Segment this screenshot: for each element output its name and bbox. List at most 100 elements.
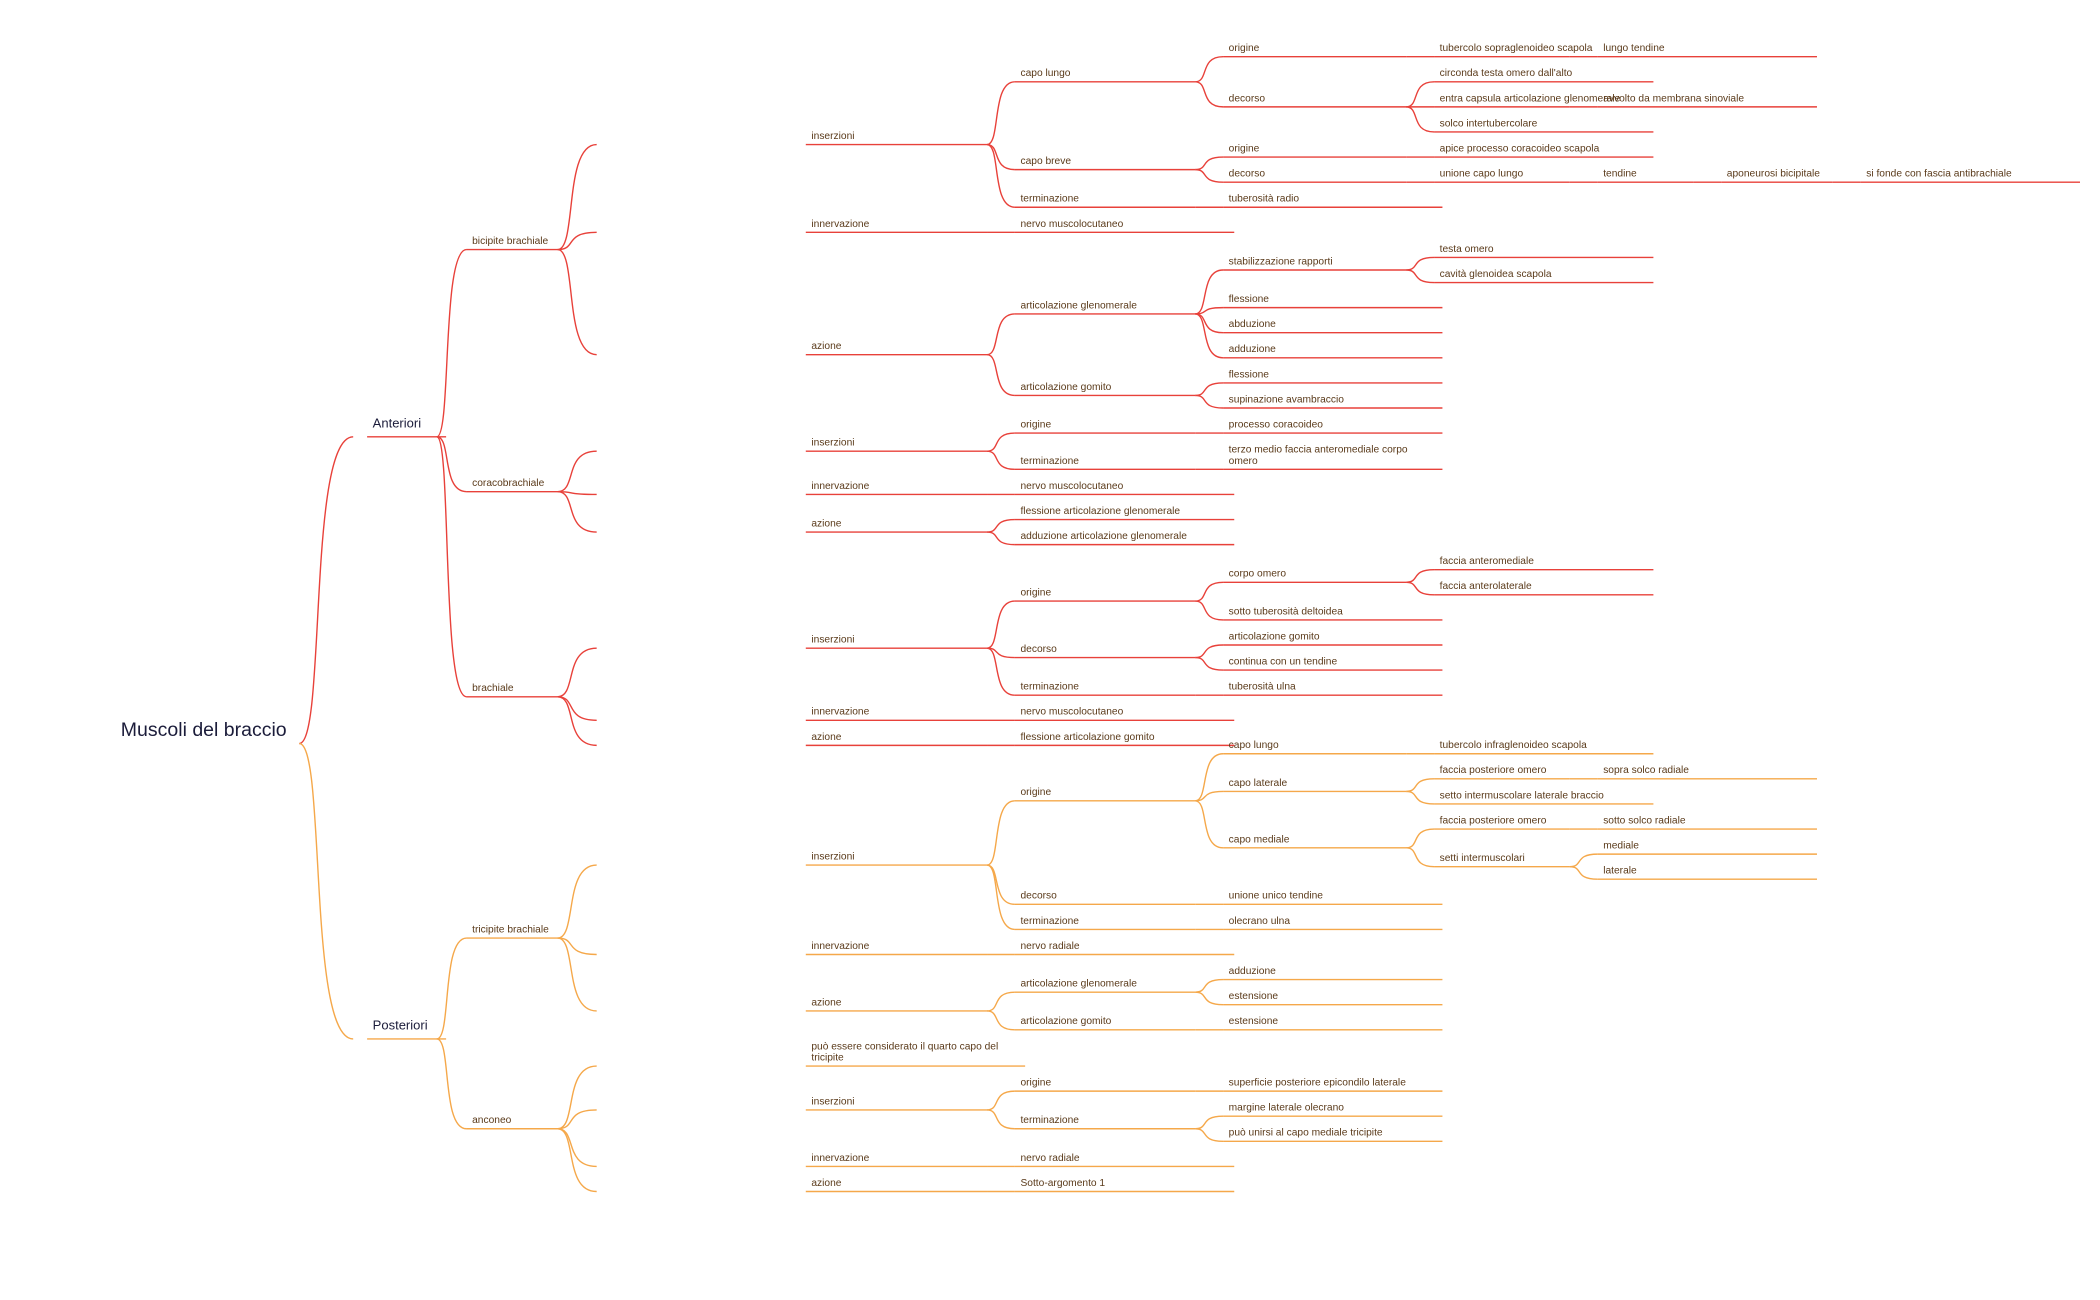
node-nervo-muscolocutaneo[interactable]: nervo muscolocutaneo: [1020, 219, 1123, 230]
node-tuberosita-radio[interactable]: tuberosità radio: [1229, 194, 1300, 205]
node-margine-laterale-olecrano[interactable]: margine laterale olecrano: [1229, 1103, 1345, 1114]
node-adduzione[interactable]: adduzione: [1229, 344, 1276, 355]
group-posteriori[interactable]: Posteriori: [373, 1018, 428, 1033]
node-testa-omero[interactable]: testa omero: [1440, 244, 1494, 255]
muscle-brachiale[interactable]: brachiale: [472, 683, 514, 694]
node-decorso[interactable]: decorso: [1229, 169, 1266, 180]
node-capo-mediale[interactable]: capo mediale: [1229, 834, 1290, 845]
node-capo-lungo[interactable]: capo lungo: [1020, 68, 1070, 79]
node-setto-intermuscolare-laterale-braccio[interactable]: setto intermuscolare laterale braccio: [1440, 790, 1604, 801]
node-setti-intermuscolari[interactable]: setti intermuscolari: [1440, 853, 1525, 864]
node-faccia-posteriore-omero[interactable]: faccia posteriore omero: [1440, 815, 1547, 826]
node-flessione[interactable]: flessione: [1229, 369, 1270, 380]
node-flessione-articolazione-gomito[interactable]: flessione articolazione gomito: [1020, 732, 1154, 743]
node-cavita-glenoidea-scapola[interactable]: cavità glenoidea scapola: [1440, 269, 1552, 280]
node-nervo-radiale[interactable]: nervo radiale: [1020, 1153, 1079, 1164]
node-sotto-solco-radiale[interactable]: sotto solco radiale: [1603, 815, 1686, 826]
node-origine[interactable]: origine: [1020, 1078, 1051, 1089]
node-inserzioni[interactable]: inserzioni: [811, 131, 854, 142]
node-faccia-posteriore-omero[interactable]: faccia posteriore omero: [1440, 765, 1547, 776]
group-anteriori[interactable]: Anteriori: [373, 416, 422, 431]
node-estensione[interactable]: estensione: [1229, 1016, 1279, 1027]
node-flessione[interactable]: flessione: [1229, 294, 1270, 305]
node-sopra-solco-radiale[interactable]: sopra solco radiale: [1603, 765, 1689, 776]
node-abduzione[interactable]: abduzione: [1229, 319, 1276, 330]
node-entra-capsula-articolazione-glenomerale[interactable]: entra capsula articolazione glenomerale: [1440, 93, 1621, 104]
node-unione-capo-lungo[interactable]: unione capo lungo: [1440, 169, 1524, 180]
node-innervazione[interactable]: innervazione: [811, 941, 869, 952]
node-inserzioni[interactable]: inserzioni: [811, 635, 854, 646]
node-lungo-tendine[interactable]: lungo tendine: [1603, 43, 1665, 54]
node-terminazione[interactable]: terminazione: [1020, 1115, 1079, 1126]
node-superficie-posteriore-epicondilo-lateral[interactable]: superficie posteriore epicondilo lateral…: [1229, 1078, 1407, 1089]
node-tubercolo-infraglenoideo-scapola[interactable]: tubercolo infraglenoideo scapola: [1440, 740, 1587, 751]
node-flessione-articolazione-glenomerale[interactable]: flessione articolazione glenomerale: [1020, 506, 1180, 517]
node-origine[interactable]: origine: [1020, 787, 1051, 798]
node-azione[interactable]: azione: [811, 1178, 841, 1189]
node-nervo-muscolocutaneo[interactable]: nervo muscolocutaneo: [1020, 707, 1123, 718]
node-capo-lungo[interactable]: capo lungo: [1229, 740, 1279, 751]
node-terminazione[interactable]: terminazione: [1020, 916, 1079, 927]
muscle-bicipite-brachiale[interactable]: bicipite brachiale: [472, 236, 548, 247]
node-decorso[interactable]: decorso: [1020, 644, 1057, 655]
node-terminazione[interactable]: terminazione: [1020, 456, 1079, 467]
node-tendine[interactable]: tendine: [1603, 169, 1637, 180]
node-terminazione[interactable]: terminazione: [1020, 194, 1079, 205]
node-puo-essere-considerato-il-quarto-capo-de[interactable]: può essere considerato il quarto capo de…: [811, 1041, 998, 1063]
node-continua-con-un-tendine[interactable]: continua con un tendine: [1229, 657, 1338, 668]
node-aponeurosi-bicipitale[interactable]: aponeurosi bicipitale: [1727, 169, 1820, 180]
node-origine[interactable]: origine: [1229, 43, 1260, 54]
node-articolazione-glenomerale[interactable]: articolazione glenomerale: [1020, 300, 1137, 311]
node-terminazione[interactable]: terminazione: [1020, 682, 1079, 693]
node-inserzioni[interactable]: inserzioni: [811, 438, 854, 449]
node-corpo-omero[interactable]: corpo omero: [1229, 569, 1287, 580]
node-capo-laterale[interactable]: capo laterale: [1229, 778, 1288, 789]
node-circonda-testa-omero-dall-alto[interactable]: circonda testa omero dall'alto: [1440, 68, 1573, 79]
node-azione[interactable]: azione: [811, 519, 841, 530]
node-innervazione[interactable]: innervazione: [811, 219, 869, 230]
node-sotto-tuberosita-deltoidea[interactable]: sotto tuberosità deltoidea: [1229, 606, 1344, 617]
node-origine[interactable]: origine: [1020, 420, 1051, 431]
node-articolazione-gomito[interactable]: articolazione gomito: [1020, 382, 1111, 393]
node-innervazione[interactable]: innervazione: [811, 1153, 869, 1164]
node-tuberosita-ulna[interactable]: tuberosità ulna: [1229, 682, 1296, 693]
node-olecrano-ulna[interactable]: olecrano ulna: [1229, 916, 1291, 927]
node-innervazione[interactable]: innervazione: [811, 481, 869, 492]
muscle-anconeo[interactable]: anconeo: [472, 1115, 512, 1126]
node-innervazione[interactable]: innervazione: [811, 707, 869, 718]
node-sotto-argomento-1[interactable]: Sotto-argomento 1: [1020, 1178, 1105, 1189]
node-solco-intertubercolare[interactable]: solco intertubercolare: [1440, 118, 1538, 129]
node-avvolto-da-membrana-sinoviale[interactable]: avvolto da membrana sinoviale: [1603, 93, 1744, 104]
node-azione[interactable]: azione: [811, 997, 841, 1008]
node-articolazione-glenomerale[interactable]: articolazione glenomerale: [1020, 979, 1137, 990]
root-topic[interactable]: Muscoli del braccio: [121, 719, 287, 741]
node-decorso[interactable]: decorso: [1229, 93, 1266, 104]
node-azione[interactable]: azione: [811, 732, 841, 743]
node-unione-unico-tendine[interactable]: unione unico tendine: [1229, 891, 1324, 902]
node-articolazione-gomito[interactable]: articolazione gomito: [1020, 1016, 1111, 1027]
node-adduzione[interactable]: adduzione: [1229, 966, 1276, 977]
node-processo-coracoideo[interactable]: processo coracoideo: [1229, 420, 1324, 431]
node-capo-breve[interactable]: capo breve: [1020, 156, 1071, 167]
node-azione[interactable]: azione: [811, 341, 841, 352]
node-adduzione-articolazione-glenomerale[interactable]: adduzione articolazione glenomerale: [1020, 531, 1187, 542]
node-tubercolo-sopraglenoideo-scapola[interactable]: tubercolo sopraglenoideo scapola: [1440, 43, 1593, 54]
node-estensione[interactable]: estensione: [1229, 991, 1279, 1002]
node-faccia-anteromediale[interactable]: faccia anteromediale: [1440, 556, 1535, 567]
muscle-tricipite-brachiale[interactable]: tricipite brachiale: [472, 924, 549, 935]
node-stabilizzazione-rapporti[interactable]: stabilizzazione rapporti: [1229, 256, 1333, 267]
node-apice-processo-coracoideo-scapola[interactable]: apice processo coracoideo scapola: [1440, 143, 1600, 154]
node-inserzioni[interactable]: inserzioni: [811, 852, 854, 863]
node-origine[interactable]: origine: [1020, 588, 1051, 599]
node-mediale[interactable]: mediale: [1603, 841, 1639, 852]
node-origine[interactable]: origine: [1229, 143, 1260, 154]
node-decorso[interactable]: decorso: [1020, 891, 1057, 902]
node-puo-unirsi-al-capo-mediale-tricipite[interactable]: può unirsi al capo mediale tricipite: [1229, 1128, 1383, 1139]
node-supinazione-avambraccio[interactable]: supinazione avambraccio: [1229, 394, 1345, 405]
muscle-coracobrachiale[interactable]: coracobrachiale: [472, 478, 544, 489]
node-laterale[interactable]: laterale: [1603, 866, 1637, 877]
node-nervo-muscolocutaneo[interactable]: nervo muscolocutaneo: [1020, 481, 1123, 492]
node-articolazione-gomito[interactable]: articolazione gomito: [1229, 631, 1320, 642]
node-si-fonde-con-fascia-antibrachiale[interactable]: si fonde con fascia antibrachiale: [1866, 169, 2012, 180]
